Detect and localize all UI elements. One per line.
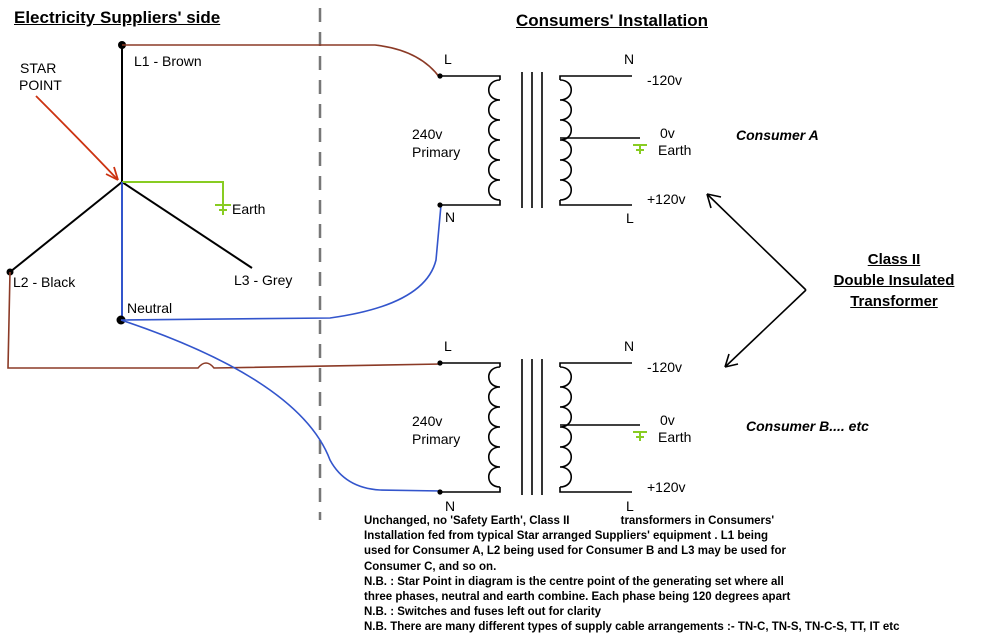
primary-bottom-wire	[440, 487, 501, 493]
secondary-bottom-wire	[559, 200, 632, 206]
secondary-top-wire	[559, 75, 632, 80]
l2-label: L2 - Black	[13, 274, 76, 290]
tx-a-n-bottom: N	[445, 209, 456, 225]
earth-label-star: Earth	[232, 201, 266, 217]
heading-supplier-side: Electricity Suppliers' side	[14, 8, 221, 27]
class-ii-line-1: Class II	[867, 251, 921, 268]
consumer-a-label: Consumer A	[736, 127, 819, 143]
tx-b-pos: +120v	[647, 479, 686, 495]
l1-wire	[122, 44, 441, 79]
tx-b-n-top: N	[624, 338, 635, 354]
primary-n-dot	[437, 489, 443, 495]
class-ii-line-2: Double Insulated	[833, 272, 955, 289]
tx-b-l-top: L	[444, 338, 452, 354]
tx-a-n-top: N	[624, 51, 635, 67]
primary-n-dot	[437, 202, 443, 208]
secondary-top-wire	[559, 362, 632, 367]
consumer-b-label: Consumer B.... etc	[746, 418, 869, 434]
note-line-8: N.B. There are many different types of s…	[364, 621, 900, 634]
star-point-label-1: STAR	[20, 60, 57, 76]
secondary-coil	[559, 79, 573, 201]
tx-b-n-bottom: N	[445, 498, 456, 514]
star-point-label-2: POINT	[19, 77, 62, 93]
l1-label: L1 - Brown	[134, 53, 202, 69]
note-line-5: N.B. : Star Point in diagram is the cent…	[364, 575, 784, 588]
l2-wire	[7, 271, 443, 369]
neutral-wire-b	[120, 319, 443, 492]
tx-a-l-bottom: L	[626, 210, 634, 226]
primary-coil	[487, 79, 501, 201]
tx-a-primary-2: Primary	[412, 144, 461, 160]
tx-b-l-bottom: L	[626, 498, 634, 514]
tx-a-l-top: L	[444, 51, 452, 67]
primary-top-wire	[440, 75, 501, 80]
tx-b-primary-2: Primary	[412, 431, 461, 447]
star-configuration	[9, 45, 253, 320]
tx-a-neg: -120v	[647, 72, 683, 88]
notes-block: Unchanged, no 'Safety Earth', Class II t…	[364, 514, 900, 636]
primary-bottom-wire	[440, 200, 501, 206]
tx-a-earth: Earth	[658, 142, 692, 158]
tx-b-primary-1: 240v	[412, 413, 443, 429]
tx-a-primary-1: 240v	[412, 126, 443, 142]
class-ii-label: Class II Double Insulated Transformer	[824, 249, 964, 312]
transformer-b	[437, 359, 647, 495]
note-line-2: Installation fed from typical Star arran…	[364, 530, 769, 543]
note-line-6: three phases, neutral and earth combine.…	[364, 591, 791, 604]
class-ii-line-3: Transformer	[850, 293, 938, 310]
tx-b-earth: Earth	[658, 429, 692, 445]
primary-coil	[487, 366, 501, 488]
tx-b-zero: 0v	[660, 412, 675, 428]
tx-a-pos: +120v	[647, 191, 686, 207]
neutral-wire-a	[120, 204, 442, 321]
heading-consumer-installation: Consumers' Installation	[516, 11, 709, 30]
secondary-coil	[559, 366, 573, 488]
primary-top-wire	[440, 362, 501, 367]
class-arrows	[706, 193, 807, 368]
star-point-arrow	[35, 95, 119, 181]
note-line-4: Consumer C, and so on.	[364, 560, 497, 573]
l3-label: L3 - Grey	[234, 272, 293, 288]
note-line-1: Unchanged, no 'Safety Earth', Class II t…	[364, 515, 775, 527]
tx-a-zero: 0v	[660, 125, 675, 141]
neutral-label: Neutral	[127, 300, 173, 316]
note-line-3: used for Consumer A, L2 being used for C…	[364, 545, 786, 558]
tx-b-neg: -120v	[647, 359, 683, 375]
secondary-bottom-wire	[559, 487, 632, 493]
note-line-7: N.B. : Switches and fuses left out for c…	[364, 606, 602, 619]
earth-symbol-star	[215, 204, 231, 215]
transformer-a	[437, 72, 647, 208]
